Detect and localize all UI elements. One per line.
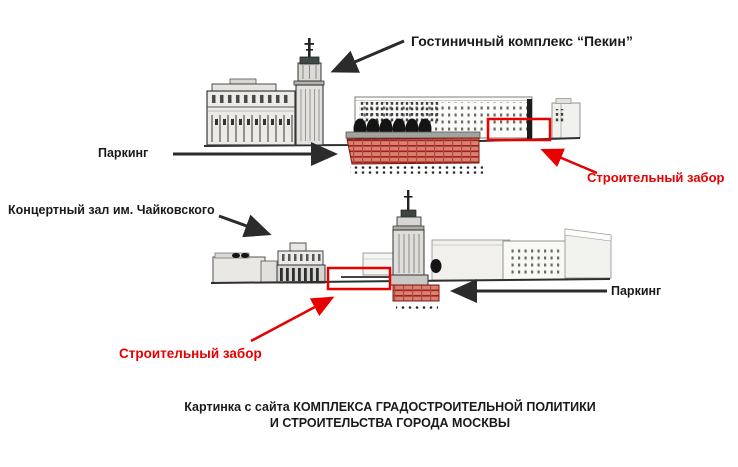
parking-structure-top	[346, 137, 480, 165]
parking-label-bottom: Паркинг	[611, 284, 662, 298]
bottom-cross-section-drawing	[210, 190, 612, 310]
caption-line-2: И СТРОИТЕЛЬСТВА ГОРОДА МОСКВЫ	[269, 416, 511, 430]
hotel-pekin-building	[206, 38, 325, 146]
hotel-pekin-tower	[389, 190, 429, 286]
far-right-building	[551, 98, 581, 139]
small-white-building	[362, 252, 394, 276]
dark-column-marker	[527, 99, 532, 139]
foundation-dots	[350, 166, 483, 175]
construction-fence-label-bottom: Строительный забор	[119, 346, 262, 361]
tree-blob	[430, 259, 442, 273]
hotel-pekin-label: Гостиничный комплекс “Пекин”	[411, 33, 633, 49]
parking-structure-bottom	[392, 284, 440, 302]
deck-slab	[345, 131, 481, 139]
tchaikovsky-hall-building	[276, 242, 326, 284]
figure-caption: Картинка с сайта КОМПЛЕКСА ГРАДОСТРОИТЕЛ…	[40, 399, 738, 431]
construction-fence-label-top: Строительный забор	[587, 170, 725, 185]
foundation-dots-bottom	[396, 304, 438, 310]
caption-line-1: Картинка с сайта КОМПЛЕКСА ГРАДОСТРОИТЕЛ…	[184, 400, 596, 414]
left-low-buildings	[212, 252, 278, 284]
parking-label-top: Паркинг	[98, 146, 149, 160]
tchaikovsky-hall-label: Концертный зал им. Чайковского	[8, 203, 215, 217]
top-cross-section-drawing	[203, 38, 581, 175]
background-buildings-right	[431, 228, 612, 281]
